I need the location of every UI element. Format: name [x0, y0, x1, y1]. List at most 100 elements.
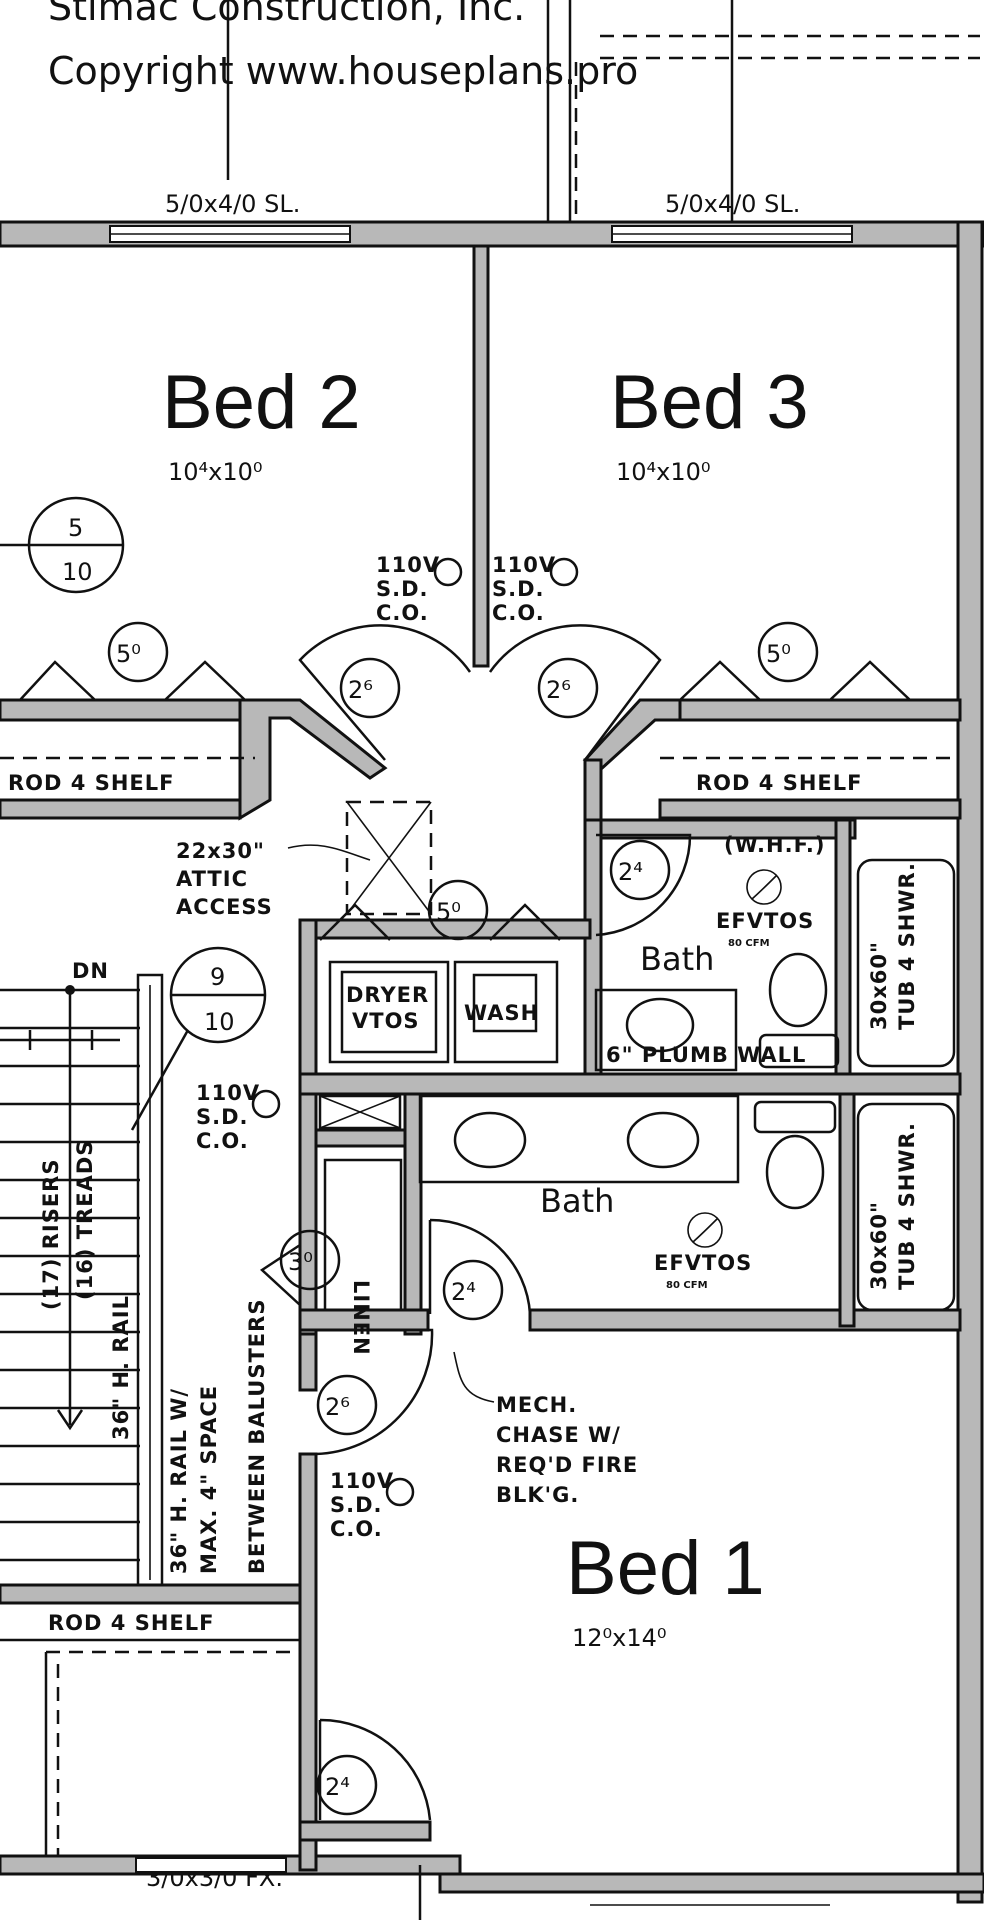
svg-text:2⁶: 2⁶	[546, 676, 571, 704]
svg-text:2⁶: 2⁶	[325, 1393, 350, 1421]
room-size-bed3: 10⁴x10⁰	[616, 458, 711, 486]
svg-text:2⁴: 2⁴	[451, 1278, 476, 1306]
room-name-bed3: Bed 3	[610, 360, 809, 445]
stair-arrow-icon	[56, 1409, 84, 1431]
svg-text:S.D.: S.D.	[330, 1493, 383, 1517]
door-tag: 2⁴	[442, 1259, 504, 1321]
smoke-detector-icon	[433, 557, 463, 587]
dryer-label: DRYER	[346, 983, 429, 1007]
svg-text:2⁶: 2⁶	[348, 676, 373, 704]
smoke-detector-icon	[549, 557, 579, 587]
vanity	[418, 1094, 740, 1184]
rail-note: BETWEEN BALUSTERS	[245, 1299, 269, 1574]
closet-label-right: ROD 4 SHELF	[696, 771, 862, 795]
toilet	[765, 1134, 825, 1210]
door-tag: 3⁰	[279, 1229, 341, 1291]
fan-icon	[751, 875, 777, 900]
linen-wall	[403, 1092, 423, 1336]
bath-wall	[583, 818, 603, 1082]
closet-label-bottom: ROD 4 SHELF	[48, 1611, 214, 1635]
tub-label: 30x60"	[867, 941, 891, 1030]
leader-line	[453, 1351, 495, 1403]
tub-label: 30x60"	[867, 1201, 891, 1290]
toilet-tank	[758, 1033, 840, 1069]
smoke-detector-label: 110V S.D. C.O.	[376, 553, 463, 625]
sink	[625, 997, 695, 1053]
closet-wall	[658, 798, 962, 820]
svg-text:10: 10	[62, 558, 93, 586]
svg-text:10: 10	[204, 1008, 235, 1036]
fan-icon	[692, 1218, 718, 1243]
svg-text:5: 5	[68, 514, 83, 542]
stairs-dn-label: DN	[72, 959, 109, 983]
door-tag: 2⁴	[609, 839, 671, 901]
linen-wall	[314, 1128, 418, 1148]
door-swing-bath-lower	[428, 1218, 532, 1315]
fan-cfm: 80 CFM	[666, 1280, 708, 1291]
svg-text:C.O.: C.O.	[492, 601, 545, 625]
closet-wall	[0, 698, 272, 722]
door-tag: 5⁰	[757, 621, 819, 683]
bed1-wall	[528, 1308, 962, 1332]
smoke-detector-label: 110V S.D. C.O.	[330, 1469, 415, 1541]
company-name: Stimac Construction, Inc.	[48, 0, 525, 29]
section-marker: 9 10	[130, 946, 267, 1131]
linen-shelf	[318, 1094, 402, 1130]
tub	[856, 1102, 956, 1312]
rail-note: 36" H. RAIL W/	[167, 1388, 191, 1574]
interior-wall	[472, 244, 490, 668]
fan-cfm: 80 CFM	[728, 938, 770, 949]
washer-label: WASH	[464, 1001, 539, 1025]
door-swing-bed3	[488, 624, 662, 761]
svg-text:9: 9	[210, 963, 225, 991]
door-tag: 2⁶	[316, 1374, 378, 1436]
bifold-door	[19, 660, 96, 701]
mech-note: CHASE W/	[496, 1423, 621, 1447]
fan-icon	[687, 1212, 723, 1248]
leader-line	[287, 844, 371, 861]
stair-start-dot	[65, 985, 75, 995]
room-size-bed2: 10⁴x10⁰	[168, 458, 263, 486]
attic-note: ACCESS	[176, 895, 273, 919]
fan-icon	[746, 869, 782, 905]
bifold-door	[164, 660, 246, 701]
closet-wall	[583, 758, 603, 822]
dryer-label: VTOS	[352, 1009, 420, 1033]
mech-note: REQ'D FIRE	[496, 1453, 638, 1477]
rail-note: MAX. 4" SPACE	[197, 1385, 221, 1574]
exterior-wall-bottom	[438, 1872, 984, 1894]
mech-note: MECH.	[496, 1393, 577, 1417]
room-name-bath-lower: Bath	[540, 1182, 614, 1220]
sink	[453, 1111, 527, 1169]
stair-wall	[0, 1583, 302, 1605]
fan-label: EFVTOS	[654, 1251, 752, 1275]
linen-door	[259, 1243, 301, 1306]
svg-text:C.O.: C.O.	[196, 1129, 249, 1153]
svg-text:C.O.: C.O.	[330, 1517, 383, 1541]
toilet-tank	[753, 1100, 837, 1134]
mech-note: BLK'G.	[496, 1483, 579, 1507]
svg-text:110V: 110V	[376, 553, 440, 577]
window-label-top-right: 5/0x4/0 SL.	[665, 190, 800, 218]
bath-wall	[838, 1092, 856, 1328]
rail-label: 36" H. RAIL	[109, 1295, 133, 1440]
smoke-detector-icon	[251, 1089, 281, 1119]
copyright-text: Copyright www.houseplans.pro	[48, 49, 638, 93]
door-swing-hall	[315, 1328, 434, 1456]
door-tag: 2⁶	[537, 657, 599, 719]
hall-wall	[298, 1332, 318, 1392]
vanity	[594, 988, 738, 1072]
window-bottom	[135, 1857, 287, 1873]
smoke-detector-label: 110V S.D. C.O.	[492, 553, 579, 625]
hall-wall	[298, 1452, 318, 1872]
window-label-top-left: 5/0x4/0 SL.	[165, 190, 300, 218]
svg-text:110V: 110V	[196, 1081, 260, 1105]
attic-note: ATTIC	[176, 867, 248, 891]
tub-label: TUB 4 SHWR.	[895, 862, 919, 1030]
sink	[626, 1111, 700, 1169]
tub	[856, 858, 956, 1068]
svg-text:110V: 110V	[492, 553, 556, 577]
laundry-wall	[298, 918, 318, 1082]
attic-note: 22x30"	[176, 839, 265, 863]
